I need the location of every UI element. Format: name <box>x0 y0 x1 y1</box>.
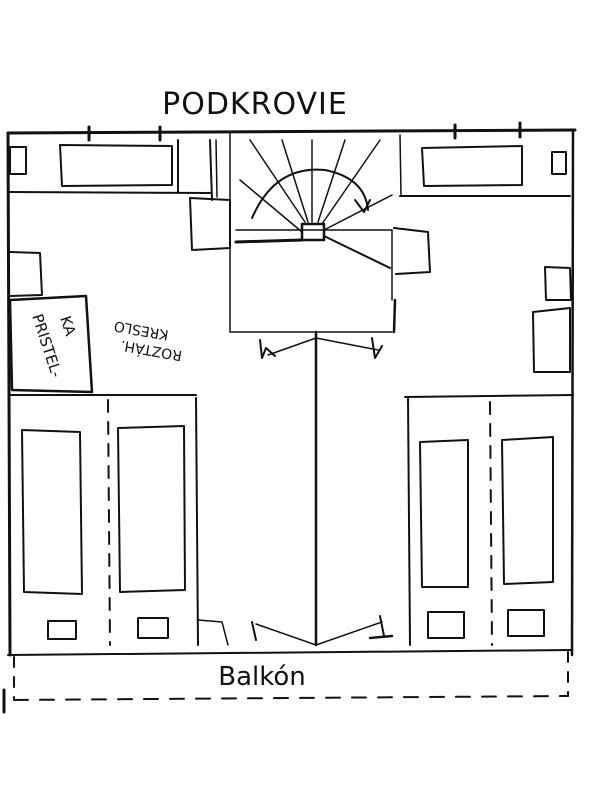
right-wardrobe <box>404 394 574 646</box>
outer-walls <box>6 121 577 657</box>
side-cabinets <box>9 197 572 373</box>
balcony <box>2 651 569 714</box>
top-right-windows <box>399 134 571 197</box>
plan-title: PODKROVIE <box>162 87 348 122</box>
spiral-staircase <box>229 131 397 334</box>
balcony-label: Balkón <box>218 662 306 692</box>
armchair-label-line2: KRESLO <box>113 317 170 342</box>
armchair-label: ROZTÁH. KRESLO <box>113 317 183 364</box>
central-partition <box>259 330 383 647</box>
left-wardrobe <box>9 394 199 646</box>
top-left-windows <box>9 139 218 201</box>
bed-label-line2: KA <box>56 314 79 339</box>
bed: PRISTEL- KA <box>8 294 94 394</box>
balcony-doors <box>197 615 394 646</box>
